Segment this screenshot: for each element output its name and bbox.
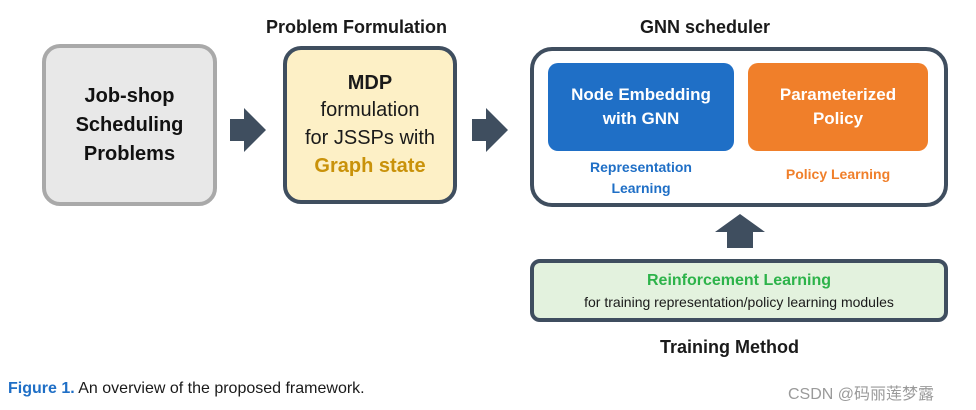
watermark: CSDN @码丽莲梦露 [788, 386, 935, 403]
policy-learning-label: Policy Learning [785, 166, 891, 182]
reinforcement-learning-title: Reinforcement Learning [646, 271, 832, 289]
reinforcement-learning-subtitle: for training representation/policy learn… [584, 293, 894, 310]
representation-learning-line-1: Representation [590, 159, 692, 175]
representation-learning-label: Representation Learning [576, 157, 706, 199]
mdp-label: MDP [347, 72, 393, 94]
graph-state-label: Graph state [314, 155, 426, 177]
job-shop-line-2: Scheduling [75, 113, 184, 136]
mdp-formulation-box: MDP formulation for JSSPs with Graph sta… [283, 46, 457, 204]
problem-formulation-title: Problem Formulation [266, 17, 448, 37]
training-method-title: Training Method [660, 337, 799, 357]
gnn-scheduler-title: GNN scheduler [640, 17, 771, 37]
representation-learning-line-2: Learning [611, 180, 671, 196]
arrow-right-icon [230, 108, 266, 152]
jssp-label: for JSSPs with [304, 127, 436, 149]
job-shop-problems-box: Job-shop Scheduling Problems [42, 44, 217, 206]
figure-caption-text: An overview of the proposed framework. [78, 380, 365, 397]
node-embedding-box: Node Embedding with GNN [548, 63, 734, 151]
node-embedding-line-2: with GNN [602, 109, 680, 128]
job-shop-line-3: Problems [83, 142, 176, 165]
figure-caption: Figure 1. An overview of the proposed fr… [8, 380, 365, 398]
reinforcement-learning-box: Reinforcement Learning for training repr… [530, 259, 948, 322]
parameterized-policy-line-2: Policy [812, 109, 864, 128]
formulation-label: formulation [320, 99, 420, 121]
parameterized-policy-line-1: Parameterized [779, 85, 897, 104]
arrow-right-icon [472, 108, 508, 152]
node-embedding-line-1: Node Embedding [571, 85, 711, 104]
parameterized-policy-box: Parameterized Policy [748, 63, 928, 151]
figure-label: Figure 1. [8, 380, 75, 397]
job-shop-line-1: Job-shop [84, 84, 175, 107]
arrow-up-icon [715, 214, 765, 248]
